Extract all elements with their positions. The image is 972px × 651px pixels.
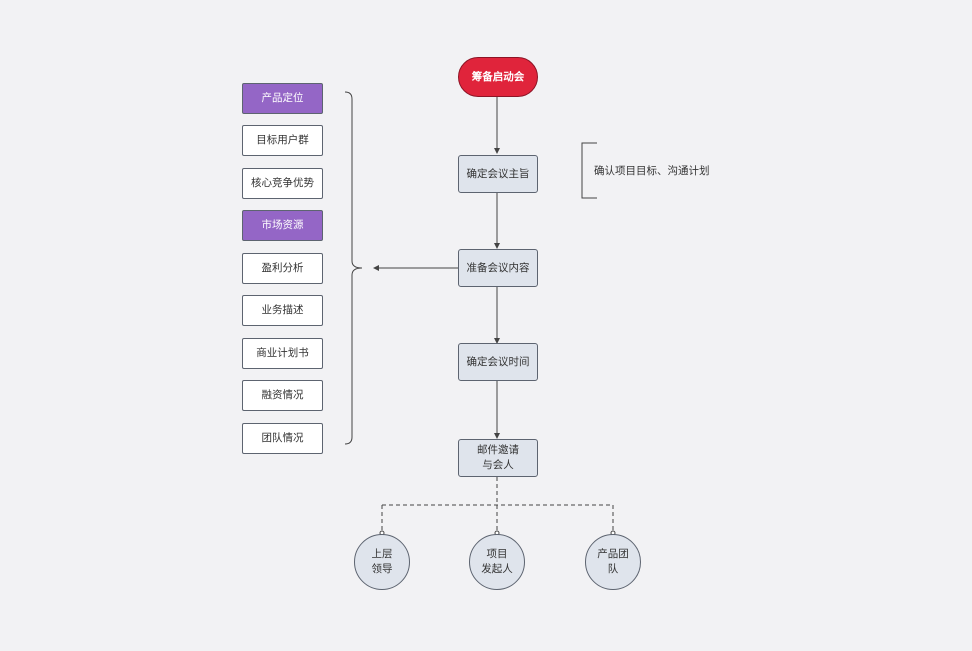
flow-node-set-time[interactable]: 确定会议时间 (458, 343, 538, 381)
list-item-core-advantage[interactable]: 核心竞争优势 (242, 168, 323, 199)
list-item-target-users[interactable]: 目标用户群 (242, 125, 323, 156)
list-item-business-plan[interactable]: 商业计划书 (242, 338, 323, 369)
attendee-project-sponsor[interactable]: 项目 发起人 (469, 534, 525, 590)
note-text: 确认项目目标、沟通计划 (594, 165, 710, 177)
list-item-business-description[interactable]: 业务描述 (242, 295, 323, 326)
flow-node-define-purpose[interactable]: 确定会议主旨 (458, 155, 538, 193)
list-item-product-positioning[interactable]: 产品定位 (242, 83, 323, 114)
flow-node-prepare-content[interactable]: 准备会议内容 (458, 249, 538, 287)
start-node[interactable]: 筹备启动会 (458, 57, 538, 97)
note-bracket (581, 142, 597, 199)
attendee-product-team[interactable]: 产品团 队 (585, 534, 641, 590)
list-item-market-resources[interactable]: 市场资源 (242, 210, 323, 241)
list-item-team[interactable]: 团队情况 (242, 423, 323, 454)
list-item-profit-analysis[interactable]: 盈利分析 (242, 253, 323, 284)
flow-node-email-invite[interactable]: 邮件邀请 与会人 (458, 439, 538, 477)
list-brace (344, 91, 363, 445)
attendee-senior-leaders[interactable]: 上层 领导 (354, 534, 410, 590)
list-item-financing[interactable]: 融资情况 (242, 380, 323, 411)
